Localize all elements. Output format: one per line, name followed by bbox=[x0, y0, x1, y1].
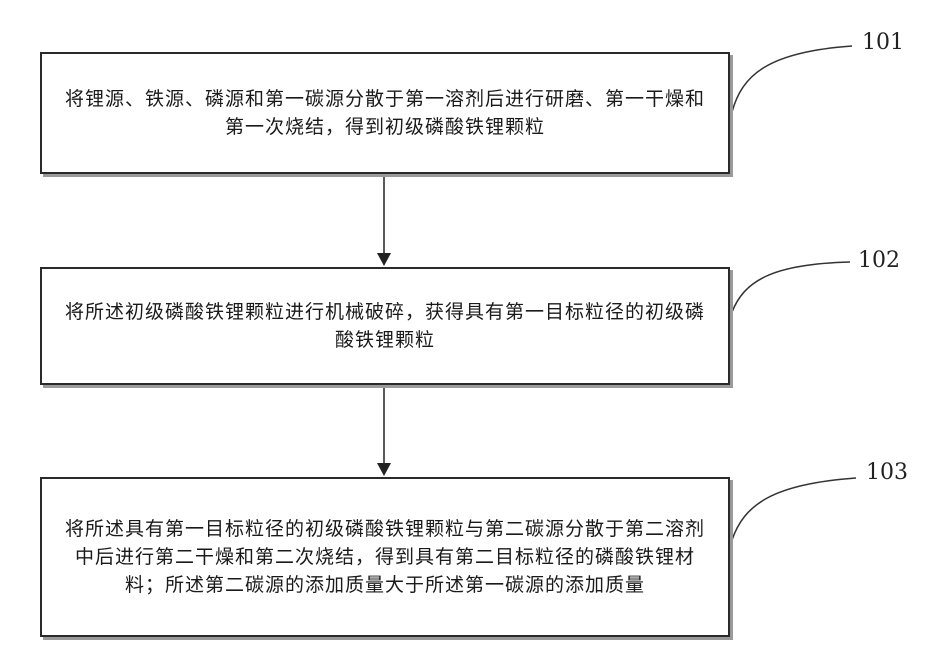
step-box-101: 将锂源、铁源、磷源和第一碳源分散于第一溶剂后进行研磨、第一干燥和第一次烧结，得到… bbox=[40, 52, 730, 174]
step-text-101: 将锂源、铁源、磷源和第一碳源分散于第一溶剂后进行研磨、第一干燥和第一次烧结，得到… bbox=[60, 85, 710, 141]
step-text-102: 将所述初级磷酸铁锂颗粒进行机械破碎，获得具有第一目标粒径的初级磷酸铁锂颗粒 bbox=[60, 298, 710, 354]
leader-line-101 bbox=[732, 46, 852, 112]
arrow-101-to-102-head bbox=[377, 253, 391, 266]
step-number-101: 101 bbox=[862, 30, 904, 55]
arrow-102-to-103-head bbox=[377, 463, 391, 476]
leader-line-102 bbox=[732, 262, 850, 312]
step-number-103: 103 bbox=[866, 460, 908, 485]
leader-line-103 bbox=[732, 478, 856, 540]
step-text-103: 将所述具有第一目标粒径的初级磷酸铁锂颗粒与第二碳源分散于第二溶剂中后进行第二干燥… bbox=[60, 515, 710, 599]
step-box-103: 将所述具有第一目标粒径的初级磷酸铁锂颗粒与第二碳源分散于第二溶剂中后进行第二干燥… bbox=[40, 477, 730, 637]
step-number-102: 102 bbox=[858, 248, 900, 273]
step-box-102: 将所述初级磷酸铁锂颗粒进行机械破碎，获得具有第一目标粒径的初级磷酸铁锂颗粒 bbox=[40, 267, 730, 385]
